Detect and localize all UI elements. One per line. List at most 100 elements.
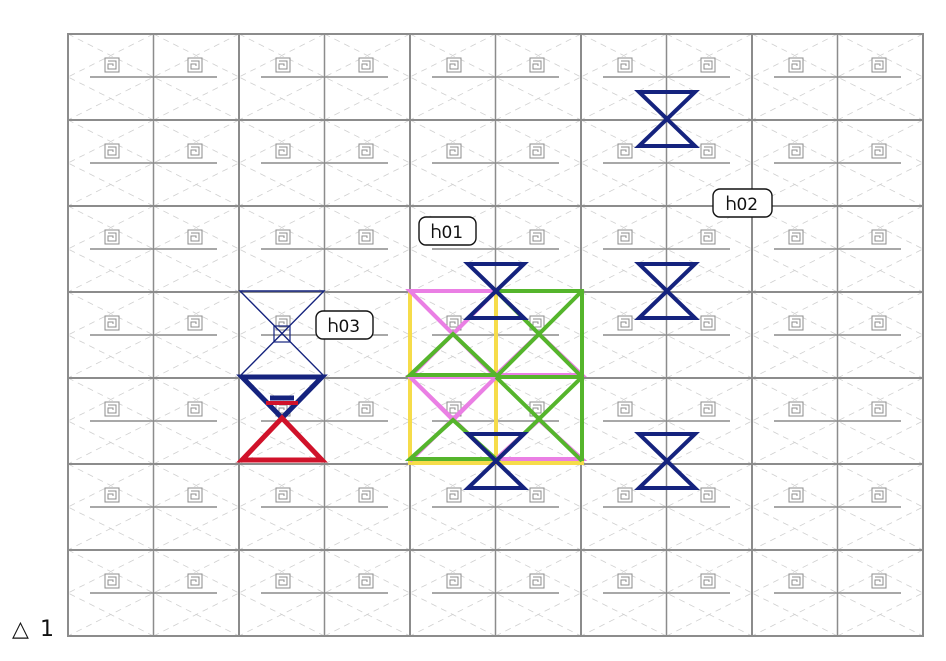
spiral-icon [275,573,291,589]
spiral-icon [871,487,887,503]
spiral-icon [788,229,804,245]
spiral-icon [358,143,374,159]
grid-cell [751,377,924,465]
tag-103[interactable]: Ⴙ03 [315,310,374,340]
spiral-icon [446,573,462,589]
grid-cell [238,119,411,207]
spiral-icon [446,143,462,159]
spiral-icon [358,401,374,417]
spiral-icon [788,487,804,503]
spiral-icon [788,57,804,73]
spiral-icon [104,573,120,589]
thin-bowtie-core [273,325,291,343]
pink-triangle[interactable] [491,331,587,377]
thin-bowtie-marker[interactable] [238,290,326,377]
spiral-icon [617,401,633,417]
bowtie-marker[interactable] [634,90,700,148]
grid-cell [409,463,582,551]
grid-cell [580,377,753,465]
spiral-icon [275,229,291,245]
spiral-icon [871,143,887,159]
spiral-icon [617,57,633,73]
spiral-icon [700,229,716,245]
spiral-icon [104,57,120,73]
grid-cell [238,205,411,293]
spiral-icon [187,315,203,331]
spiral-icon [788,401,804,417]
grid-cell [67,549,240,637]
grid-cell [409,119,582,207]
spiral-icon [529,229,545,245]
grid-cell [751,33,924,121]
grid-cell [751,463,924,551]
navy-triangle[interactable] [236,374,328,422]
spiral-icon [446,57,462,73]
spiral-icon [446,315,462,331]
spiral-icon [529,573,545,589]
spiral-icon [529,57,545,73]
spiral-icon [275,143,291,159]
spiral-icon [446,487,462,503]
grid-cell [67,205,240,293]
spiral-icon [617,229,633,245]
svg-text:Ⴙ03: Ⴙ03 [328,317,360,337]
spiral-icon [617,573,633,589]
spiral-icon [104,487,120,503]
spiral-icon [104,315,120,331]
grid-cell [67,291,240,379]
level-marker: △ 1 [12,617,54,642]
bowtie-marker[interactable] [463,432,529,490]
green-triangle[interactable] [405,331,501,377]
grid-cell [751,291,924,379]
grid-cell [238,463,411,551]
red-triangle[interactable] [236,414,328,463]
spiral-icon [275,57,291,73]
tag-101[interactable]: Ⴙ01 [418,216,477,246]
grid-cell [67,463,240,551]
spiral-icon [788,573,804,589]
bowtie-marker[interactable] [463,262,529,320]
spiral-icon [788,143,804,159]
grid-cell [409,549,582,637]
svg-text:Ⴙ01: Ⴙ01 [431,223,463,243]
bowtie-marker[interactable] [634,262,700,320]
level-number: 1 [40,617,54,642]
spiral-icon [700,57,716,73]
tag-102[interactable]: Ⴙ02 [712,188,773,218]
spiral-icon [700,401,716,417]
grid-cell [751,119,924,207]
grid-cell [580,463,753,551]
grid-cell [580,205,753,293]
bowtie-marker[interactable] [634,432,700,490]
spiral-icon [187,487,203,503]
level-symbol: △ [12,617,29,642]
spiral-icon [187,573,203,589]
grid-cell [580,33,753,121]
grid-cell [580,549,753,637]
spiral-icon [104,143,120,159]
grid-cell [238,377,411,465]
grid-cell [238,33,411,121]
spiral-icon [700,487,716,503]
green-triangle[interactable] [404,417,502,461]
spiral-icon [104,401,120,417]
grid-cell [238,549,411,637]
spiral-icon [358,487,374,503]
spiral-icon [275,487,291,503]
highlight-markers [236,90,700,490]
spiral-icon [187,401,203,417]
spiral-icon [871,57,887,73]
grid-cell [751,205,924,293]
spiral-icon [187,143,203,159]
spiral-icon [871,401,887,417]
pink-triangle[interactable] [490,417,588,461]
spiral-icon [617,143,633,159]
spiral-icon [187,57,203,73]
spiral-icon [358,57,374,73]
spiral-icon [700,573,716,589]
spiral-icon [871,573,887,589]
grid-cell [67,119,240,207]
spiral-icon [529,487,545,503]
grid-cell [67,33,240,121]
